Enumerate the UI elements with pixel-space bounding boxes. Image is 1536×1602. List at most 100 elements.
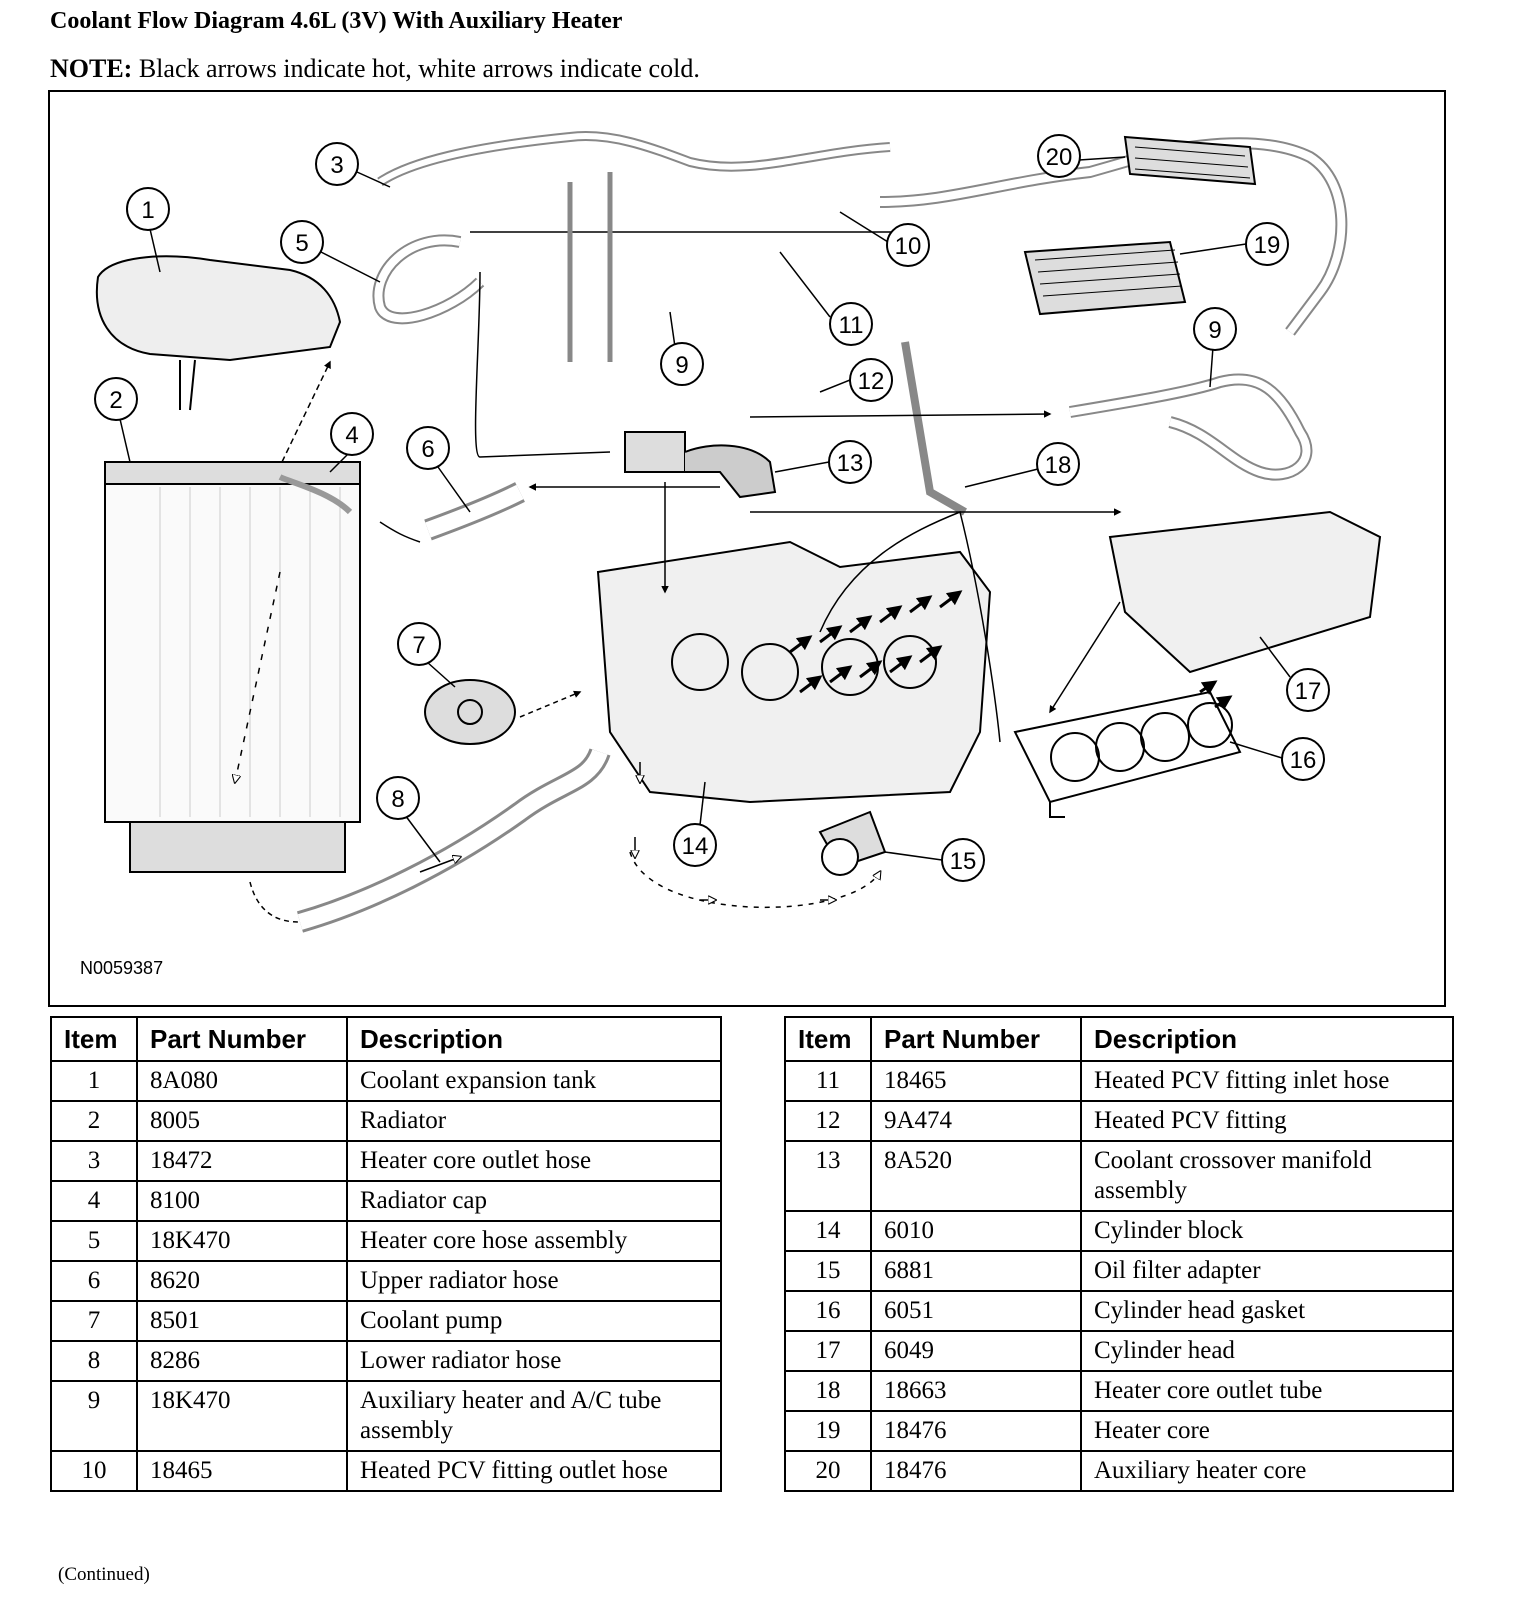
heater-core-shape [1023,240,1187,316]
part-cell: 8005 [136,1100,348,1142]
svg-text:12: 12 [858,368,885,395]
svg-text:6: 6 [421,436,434,463]
item-cell: 9 [50,1380,138,1452]
cold-flow-arrows [635,762,835,900]
item-cell: 18 [784,1370,872,1412]
desc-cell: Lower radiator hose [346,1340,722,1382]
crossover-manifold-shape [624,431,777,499]
item-cell: 13 [784,1140,872,1212]
item-cell: 4 [50,1180,138,1222]
note: NOTE: Black arrows indicate hot, white a… [50,54,700,84]
svg-text:20: 20 [1046,144,1073,171]
diagram-artwork: 1 2 3 4 5 6 7 8 9 9 10 11 12 13 14 15 16… [94,131,1382,933]
svg-text:10: 10 [895,233,922,260]
callout-14: 14 [673,781,717,867]
svg-text:16: 16 [1290,747,1317,774]
callout-11: 11 [779,251,873,346]
svg-text:14: 14 [682,833,709,860]
desc-cell: Heater core outlet hose [346,1140,722,1182]
part-cell: 8A520 [870,1140,1082,1212]
item-cell: 12 [784,1100,872,1142]
coolant-pump-shape [424,679,516,745]
svg-text:2: 2 [109,387,122,414]
note-label: NOTE: [50,54,133,83]
desc-cell: Oil filter adapter [1080,1250,1454,1292]
svg-text:3: 3 [330,152,343,179]
item-cell: 5 [50,1220,138,1262]
callout-16: 16 [1229,737,1325,781]
cylinder-block-shape [596,540,992,804]
desc-cell: Heater core hose assembly [346,1220,722,1262]
callout-7: 7 [397,622,456,688]
svg-text:8: 8 [391,786,404,813]
hot-flow-arrows [789,590,1233,710]
desc-cell: Heater core outlet tube [1080,1370,1454,1412]
callout-12: 12 [819,358,893,402]
cylinder-head-shape [1108,510,1382,674]
callout-20: 20 [1037,134,1126,178]
expansion-tank-shape [95,255,342,411]
part-cell: 18465 [870,1060,1082,1102]
item-cell: 15 [784,1250,872,1292]
item-cell: 7 [50,1300,138,1342]
callout-17: 17 [1259,636,1330,712]
header-description: Description [346,1016,722,1062]
table-header-row: Item Part Number Description [784,1016,1454,1062]
item-cell: 16 [784,1290,872,1332]
svg-text:11: 11 [839,312,864,339]
part-cell: 18476 [870,1410,1082,1452]
heater-core-hose-path [372,234,485,325]
desc-cell: Heated PCV fitting [1080,1100,1454,1142]
svg-text:7: 7 [412,632,425,659]
part-cell: 18663 [870,1370,1082,1412]
callout-4: 4 [329,412,374,473]
item-cell: 6 [50,1260,138,1302]
desc-cell: Coolant expansion tank [346,1060,722,1102]
svg-text:9: 9 [675,352,688,379]
item-cell: 3 [50,1140,138,1182]
note-text: Black arrows indicate hot, white arrows … [138,54,700,83]
item-cell: 11 [784,1060,872,1102]
desc-cell: Heated PCV fitting inlet hose [1080,1060,1454,1102]
callout-9a: 9 [660,311,704,386]
cylinder-head-gasket-shape [1013,690,1242,818]
callout-6: 6 [406,426,471,513]
svg-text:5: 5 [295,230,308,257]
figure-id: N0059387 [80,958,164,978]
table-header-row: Item Part Number Description [50,1016,722,1062]
callout-1: 1 [126,187,170,273]
part-cell: 18472 [136,1140,348,1182]
header-description: Description [1080,1016,1454,1062]
desc-cell: Radiator [346,1100,722,1142]
callout-18: 18 [964,442,1080,488]
callout-3: 3 [315,142,391,188]
callouts: 1 2 3 4 5 6 7 8 9 9 10 11 12 13 14 15 16… [94,134,1330,882]
svg-text:18: 18 [1045,452,1072,479]
part-cell: 8501 [136,1300,348,1342]
header-part-number: Part Number [870,1016,1082,1062]
header-part-number: Part Number [136,1016,348,1062]
part-cell: 9A474 [870,1100,1082,1142]
desc-cell: Heated PCV fitting outlet hose [346,1450,722,1492]
part-cell: 6881 [870,1250,1082,1292]
oil-filter-adapter-shape [818,810,887,876]
svg-text:13: 13 [837,450,864,477]
callout-5: 5 [280,220,381,283]
page-title: Coolant Flow Diagram 4.6L (3V) With Auxi… [50,8,623,34]
radiator-shape [104,461,361,873]
svg-text:19: 19 [1254,232,1281,259]
callout-9b: 9 [1193,307,1237,388]
